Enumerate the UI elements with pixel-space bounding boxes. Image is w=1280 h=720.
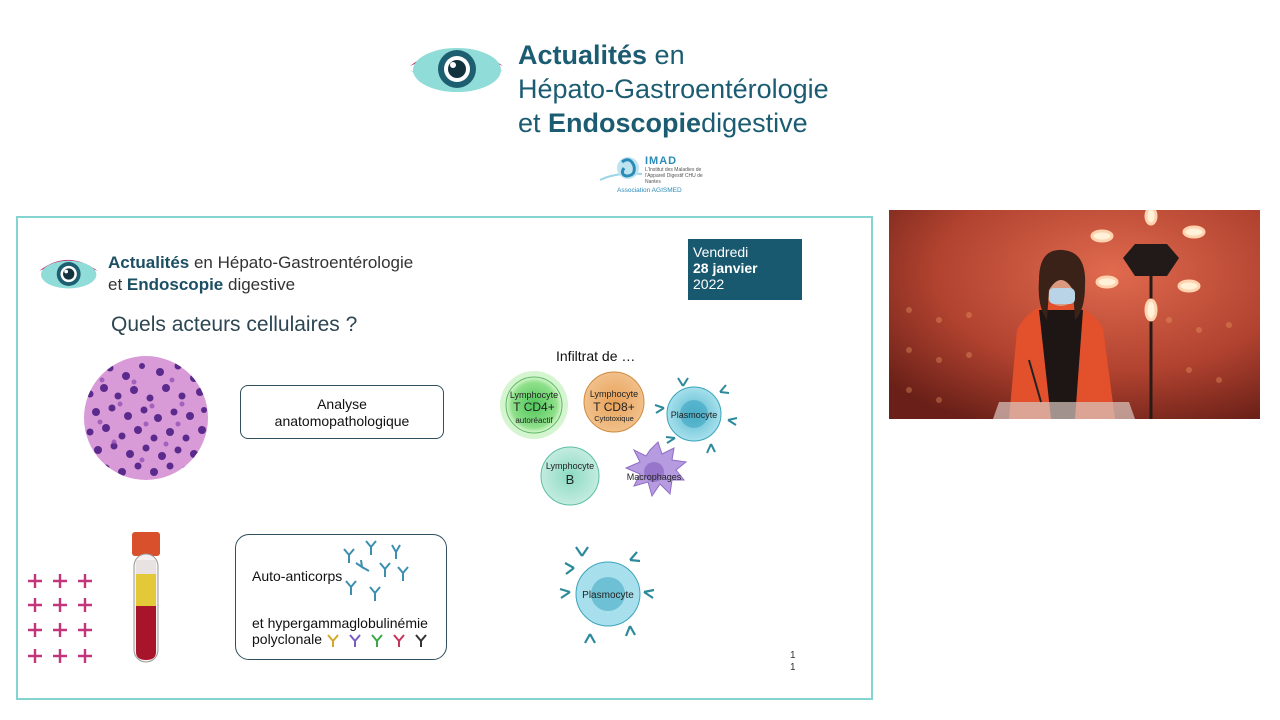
page-number: 1 1 xyxy=(790,650,796,674)
analyse-line-2: anatomopathologique xyxy=(274,413,410,429)
cd8-label-1: Lymphocyte xyxy=(590,389,638,399)
slide-title-prefix-2: et xyxy=(108,275,127,294)
auto-anticorps-label: Auto-anticorps xyxy=(252,568,343,584)
b-label-2: B xyxy=(566,472,575,487)
slide-question: Quels acteurs cellulaires ? xyxy=(111,313,358,336)
title-bold-1: Actualités xyxy=(518,40,648,70)
cd8-cell-icon xyxy=(583,371,645,433)
blood-tube-icon xyxy=(132,532,160,663)
b-label-1: Lymphocyte xyxy=(546,461,594,471)
speaker-video[interactable] xyxy=(889,210,1260,419)
slide-title-line-2: et Endoscopie digestive xyxy=(108,275,295,295)
auto-anticorps-box: Auto-anticorps et hypergammaglobulinémie… xyxy=(235,534,447,660)
slide-title-line-1: Actualités en Hépato-Gastroentérologie xyxy=(108,253,413,273)
antibody-icon xyxy=(343,540,409,601)
slide-title-rest-1: en Hépato-Gastroentérologie xyxy=(189,253,414,272)
conference-title: Actualités en Hépato-Gastroentérologie e… xyxy=(518,38,829,140)
slide-title-rest-2: digestive xyxy=(223,275,296,294)
date-line-1: Vendredi xyxy=(693,244,749,260)
antibody-colored-icon xyxy=(327,634,427,648)
imad-subtitle: L'Institut des Maladies de l'Appareil Di… xyxy=(645,167,703,185)
speaker-video-frame xyxy=(889,210,1260,419)
cd4-label-3: autoréactif xyxy=(515,416,553,425)
cd4-label-1: Lymphocyte xyxy=(510,390,558,400)
eye-logo-icon xyxy=(39,259,98,289)
plasmocyte-2-label: Plasmocyte xyxy=(582,590,634,601)
cd8-label-2: T CD8+ xyxy=(593,400,634,414)
cells-illustration: Lymphocyte T CD4+ autoréactif Lymphocyte… xyxy=(500,371,738,506)
macrophages-label: Macrophages xyxy=(627,472,682,482)
b-cell-icon xyxy=(540,446,600,506)
page-line-2: 1 xyxy=(790,662,796,673)
cd4-label-2: T CD4+ xyxy=(513,400,554,414)
analyse-line-1: Analyse xyxy=(317,396,367,412)
analyse-box: Analyse anatomopathologique xyxy=(240,385,444,439)
date-box: Vendredi 28 janvier 2022 xyxy=(688,239,802,300)
infiltrat-label: Infiltrat de … xyxy=(556,348,636,364)
plasmocyte-cell-icon xyxy=(654,377,738,454)
cd8-label-3: Cytotoxique xyxy=(594,414,634,423)
title-prefix-3: et xyxy=(518,108,549,138)
presentation-slide: Actualités en Hépato-Gastroentérologie e… xyxy=(16,216,873,700)
title-rest-1: en xyxy=(647,40,685,70)
page-line-1: 1 xyxy=(790,650,796,661)
slide-title-bold-2: Endoscopie xyxy=(126,275,224,294)
imad-logo-icon xyxy=(599,157,643,181)
title-bold-3: Endoscopie xyxy=(548,108,702,138)
plasmocyte-2-illustration: Plasmocyte xyxy=(559,546,655,644)
hyper-line-1: et hypergammaglobulinémie xyxy=(252,615,428,631)
hyper-line-2: polyclonale xyxy=(252,631,323,647)
title-line-2: Hépato-Gastroentérologie xyxy=(518,74,829,104)
tissue-histology-image xyxy=(84,356,208,480)
imad-name: IMAD xyxy=(645,155,678,167)
hyper-label: et hypergammaglobulinémie polyclonale xyxy=(252,615,447,649)
plasmocyte-label: Plasmocyte xyxy=(671,410,718,420)
slide-title-bold-1: Actualités xyxy=(108,253,190,272)
title-rest-3: digestive xyxy=(701,108,808,138)
plus-signs-icon xyxy=(28,574,92,663)
eye-logo-icon xyxy=(410,48,503,92)
association-label: Association AGISMED xyxy=(617,187,682,194)
date-line-2: 28 janvier xyxy=(693,260,758,276)
date-line-3: 2022 xyxy=(693,276,725,292)
